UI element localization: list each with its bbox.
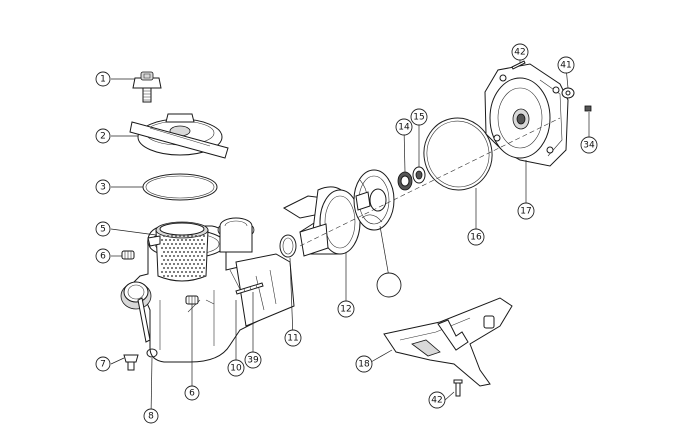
callout-number: 10 <box>230 364 242 374</box>
part-diffuser-o-ring <box>279 234 297 258</box>
part-plug-o-ring <box>146 348 158 358</box>
callout-10: 10 <box>227 359 245 377</box>
callout-circle <box>95 221 111 237</box>
callout-number: 15 <box>413 113 424 123</box>
part-seal-seat <box>412 166 426 184</box>
callout-number: 5 <box>100 225 106 235</box>
callout-number: 6 <box>100 252 106 262</box>
callout-17: 17 <box>517 202 535 220</box>
callout-number: 3 <box>100 183 106 193</box>
callout-circle <box>337 300 355 318</box>
callout-circle <box>244 351 262 369</box>
callout-circle <box>227 359 245 377</box>
callout-34: 34 <box>580 136 598 154</box>
callout-16: 16 <box>467 228 485 246</box>
part-lid <box>129 113 229 159</box>
part-lid-o-ring <box>142 173 218 201</box>
callout-labels: 123566781011121314151617183439414242 <box>95 43 598 424</box>
callout-circle <box>511 43 529 61</box>
callout-6: 6 <box>95 248 111 264</box>
callout-number: 7 <box>100 360 106 370</box>
callout-circle <box>95 128 111 144</box>
callout-circle <box>95 356 111 372</box>
callout-circle <box>355 355 373 373</box>
callout-39: 39 <box>244 351 262 369</box>
part-strainer-basket <box>147 221 209 282</box>
highlight-ring <box>376 272 402 298</box>
callout-number: 8 <box>148 412 154 422</box>
part-base-bolt <box>453 379 463 397</box>
part-seal-housing <box>484 63 569 167</box>
callout-12: 12 <box>337 300 355 318</box>
callout-number: 6 <box>189 389 195 399</box>
callout-6: 6 <box>184 385 200 401</box>
leader-lines <box>110 52 590 417</box>
callout-number: 17 <box>520 207 531 217</box>
part-mechanical-seal <box>397 171 413 191</box>
callout-3: 3 <box>95 179 111 195</box>
callout-circle <box>580 136 598 154</box>
callout-13: 13 <box>376 272 402 298</box>
part-body-screw <box>235 282 264 295</box>
callout-circle <box>95 179 111 195</box>
callout-number: 1 <box>100 75 106 85</box>
part-housing-o-ring <box>423 117 493 191</box>
callout-14: 14 <box>395 118 413 136</box>
part-impeller <box>353 169 395 231</box>
part-drain-plug-bottom <box>185 295 199 305</box>
callout-1: 1 <box>95 71 111 87</box>
callout-circle <box>184 385 200 401</box>
part-nut <box>584 105 592 112</box>
callout-5: 5 <box>95 221 111 237</box>
callout-11: 11 <box>284 329 302 347</box>
part-motor-base <box>383 297 513 387</box>
callout-7: 7 <box>95 356 111 372</box>
part-diffuser <box>282 186 361 257</box>
callout-8: 8 <box>143 408 159 424</box>
part-drain-plug <box>123 354 139 371</box>
callout-42: 42 <box>511 43 529 61</box>
callout-number: 34 <box>583 141 595 151</box>
callout-number: 2 <box>100 132 106 142</box>
callout-41: 41 <box>557 56 575 74</box>
assembly-axis <box>299 117 561 247</box>
part-washer <box>561 87 575 99</box>
callout-42: 42 <box>428 391 446 409</box>
callout-circle <box>95 71 111 87</box>
callout-circle <box>395 118 413 136</box>
callout-number: 18 <box>358 360 370 370</box>
callout-circle <box>517 202 535 220</box>
part-drain-plug-left <box>121 250 135 260</box>
callout-circle <box>410 108 428 126</box>
callout-number: 12 <box>340 305 351 315</box>
callout-circle <box>557 56 575 74</box>
callout-circle <box>428 391 446 409</box>
callout-circle <box>284 329 302 347</box>
callout-number: 16 <box>470 233 482 243</box>
callout-number: 42 <box>514 48 525 58</box>
part-lid-knob <box>132 71 162 103</box>
callout-number: 39 <box>247 356 259 366</box>
callout-2: 2 <box>95 128 111 144</box>
callout-18: 18 <box>355 355 373 373</box>
callout-circle <box>143 408 159 424</box>
callout-15: 15 <box>410 108 428 126</box>
callout-number: 42 <box>431 396 442 406</box>
callout-number: 41 <box>560 61 571 71</box>
callout-number: 11 <box>287 334 298 344</box>
callout-number: 14 <box>398 123 410 133</box>
callout-circle <box>95 248 111 264</box>
callout-circle <box>467 228 485 246</box>
